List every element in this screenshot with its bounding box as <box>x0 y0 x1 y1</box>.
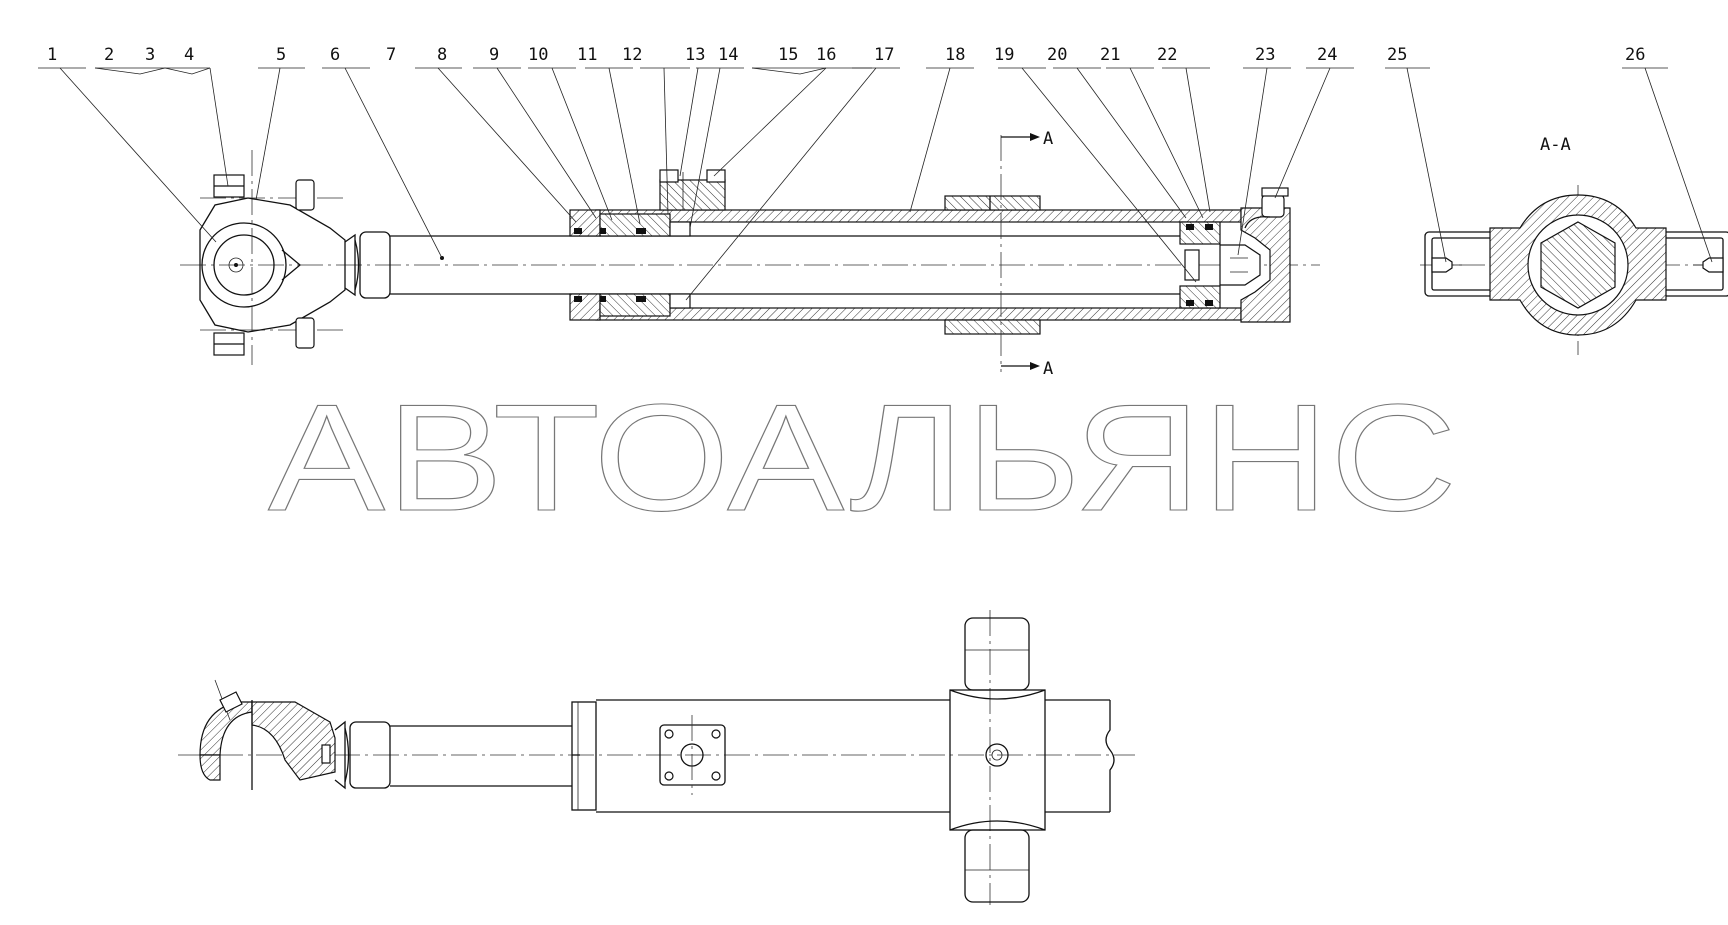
end-cap <box>1240 187 1291 323</box>
callout-22: 22 <box>1157 45 1177 65</box>
cylinder-barrel <box>595 169 1242 335</box>
section-a-a-view: А-А <box>1420 135 1728 355</box>
callout-12: 12 <box>622 45 642 65</box>
watermark: АВТОАЛЬЯНС <box>268 373 1458 543</box>
section-mark-bottom: А <box>1043 359 1053 379</box>
callout-19: 19 <box>994 45 1014 65</box>
callout-3: 3 <box>145 45 155 65</box>
callout-15: 15 <box>778 45 798 65</box>
callout-8: 8 <box>437 45 447 65</box>
callout-16: 16 <box>816 45 836 65</box>
main-section-view: А А <box>180 129 1320 379</box>
callout-25: 25 <box>1387 45 1407 65</box>
callout-21: 21 <box>1100 45 1120 65</box>
callout-9: 9 <box>489 45 499 65</box>
callout-18: 18 <box>945 45 965 65</box>
callout-leaders <box>38 67 1713 301</box>
callout-14: 14 <box>718 45 738 65</box>
callout-7: 7 <box>386 45 396 65</box>
callout-20: 20 <box>1047 45 1067 65</box>
callout-24: 24 <box>1317 45 1337 65</box>
piston <box>1179 221 1261 309</box>
callout-10: 10 <box>528 45 548 65</box>
section-line-a <box>1000 133 1040 372</box>
cylinder-gland <box>569 209 691 321</box>
clevis-end <box>199 150 391 365</box>
callout-11: 11 <box>577 45 597 65</box>
callout-numbers: 1 2 3 4 5 6 7 8 9 10 11 12 13 14 15 16 1… <box>47 45 1645 65</box>
callout-26: 26 <box>1625 45 1645 65</box>
callout-17: 17 <box>874 45 894 65</box>
section-view-label: А-А <box>1540 135 1571 155</box>
top-view <box>178 610 1135 905</box>
callout-2: 2 <box>104 45 114 65</box>
callout-6: 6 <box>330 45 340 65</box>
callout-5: 5 <box>276 45 286 65</box>
callout-13: 13 <box>685 45 705 65</box>
callout-23: 23 <box>1255 45 1275 65</box>
section-mark-top: А <box>1043 129 1053 149</box>
callout-4: 4 <box>184 45 194 65</box>
callout-1: 1 <box>47 45 57 65</box>
